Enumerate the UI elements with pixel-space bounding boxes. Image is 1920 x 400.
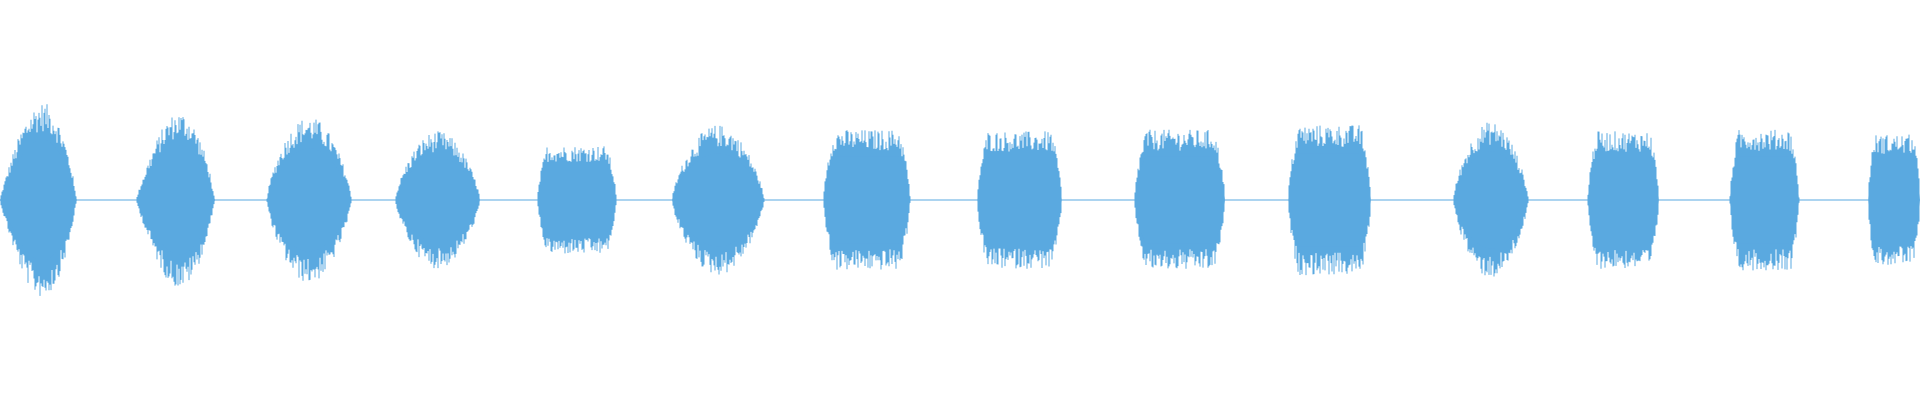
waveform-segment-core bbox=[136, 145, 219, 255]
waveform-segment-core bbox=[0, 139, 81, 261]
waveform-segment-core bbox=[537, 166, 617, 234]
waveform-segment-core bbox=[1729, 156, 1799, 244]
waveform-segment-core bbox=[823, 156, 911, 244]
waveform-segment-core bbox=[977, 157, 1062, 243]
waveform-segments bbox=[0, 104, 1920, 296]
waveform-segment-core bbox=[1134, 156, 1225, 244]
waveform-segment-core bbox=[1453, 151, 1529, 249]
waveform-segment-core bbox=[266, 148, 352, 252]
waveform-segment-core bbox=[672, 153, 765, 247]
waveform-segment-core bbox=[1868, 159, 1920, 241]
waveform-segment-core bbox=[395, 157, 480, 243]
waveform-segment-core bbox=[1288, 153, 1371, 247]
waveform-segment-core bbox=[1587, 157, 1659, 243]
